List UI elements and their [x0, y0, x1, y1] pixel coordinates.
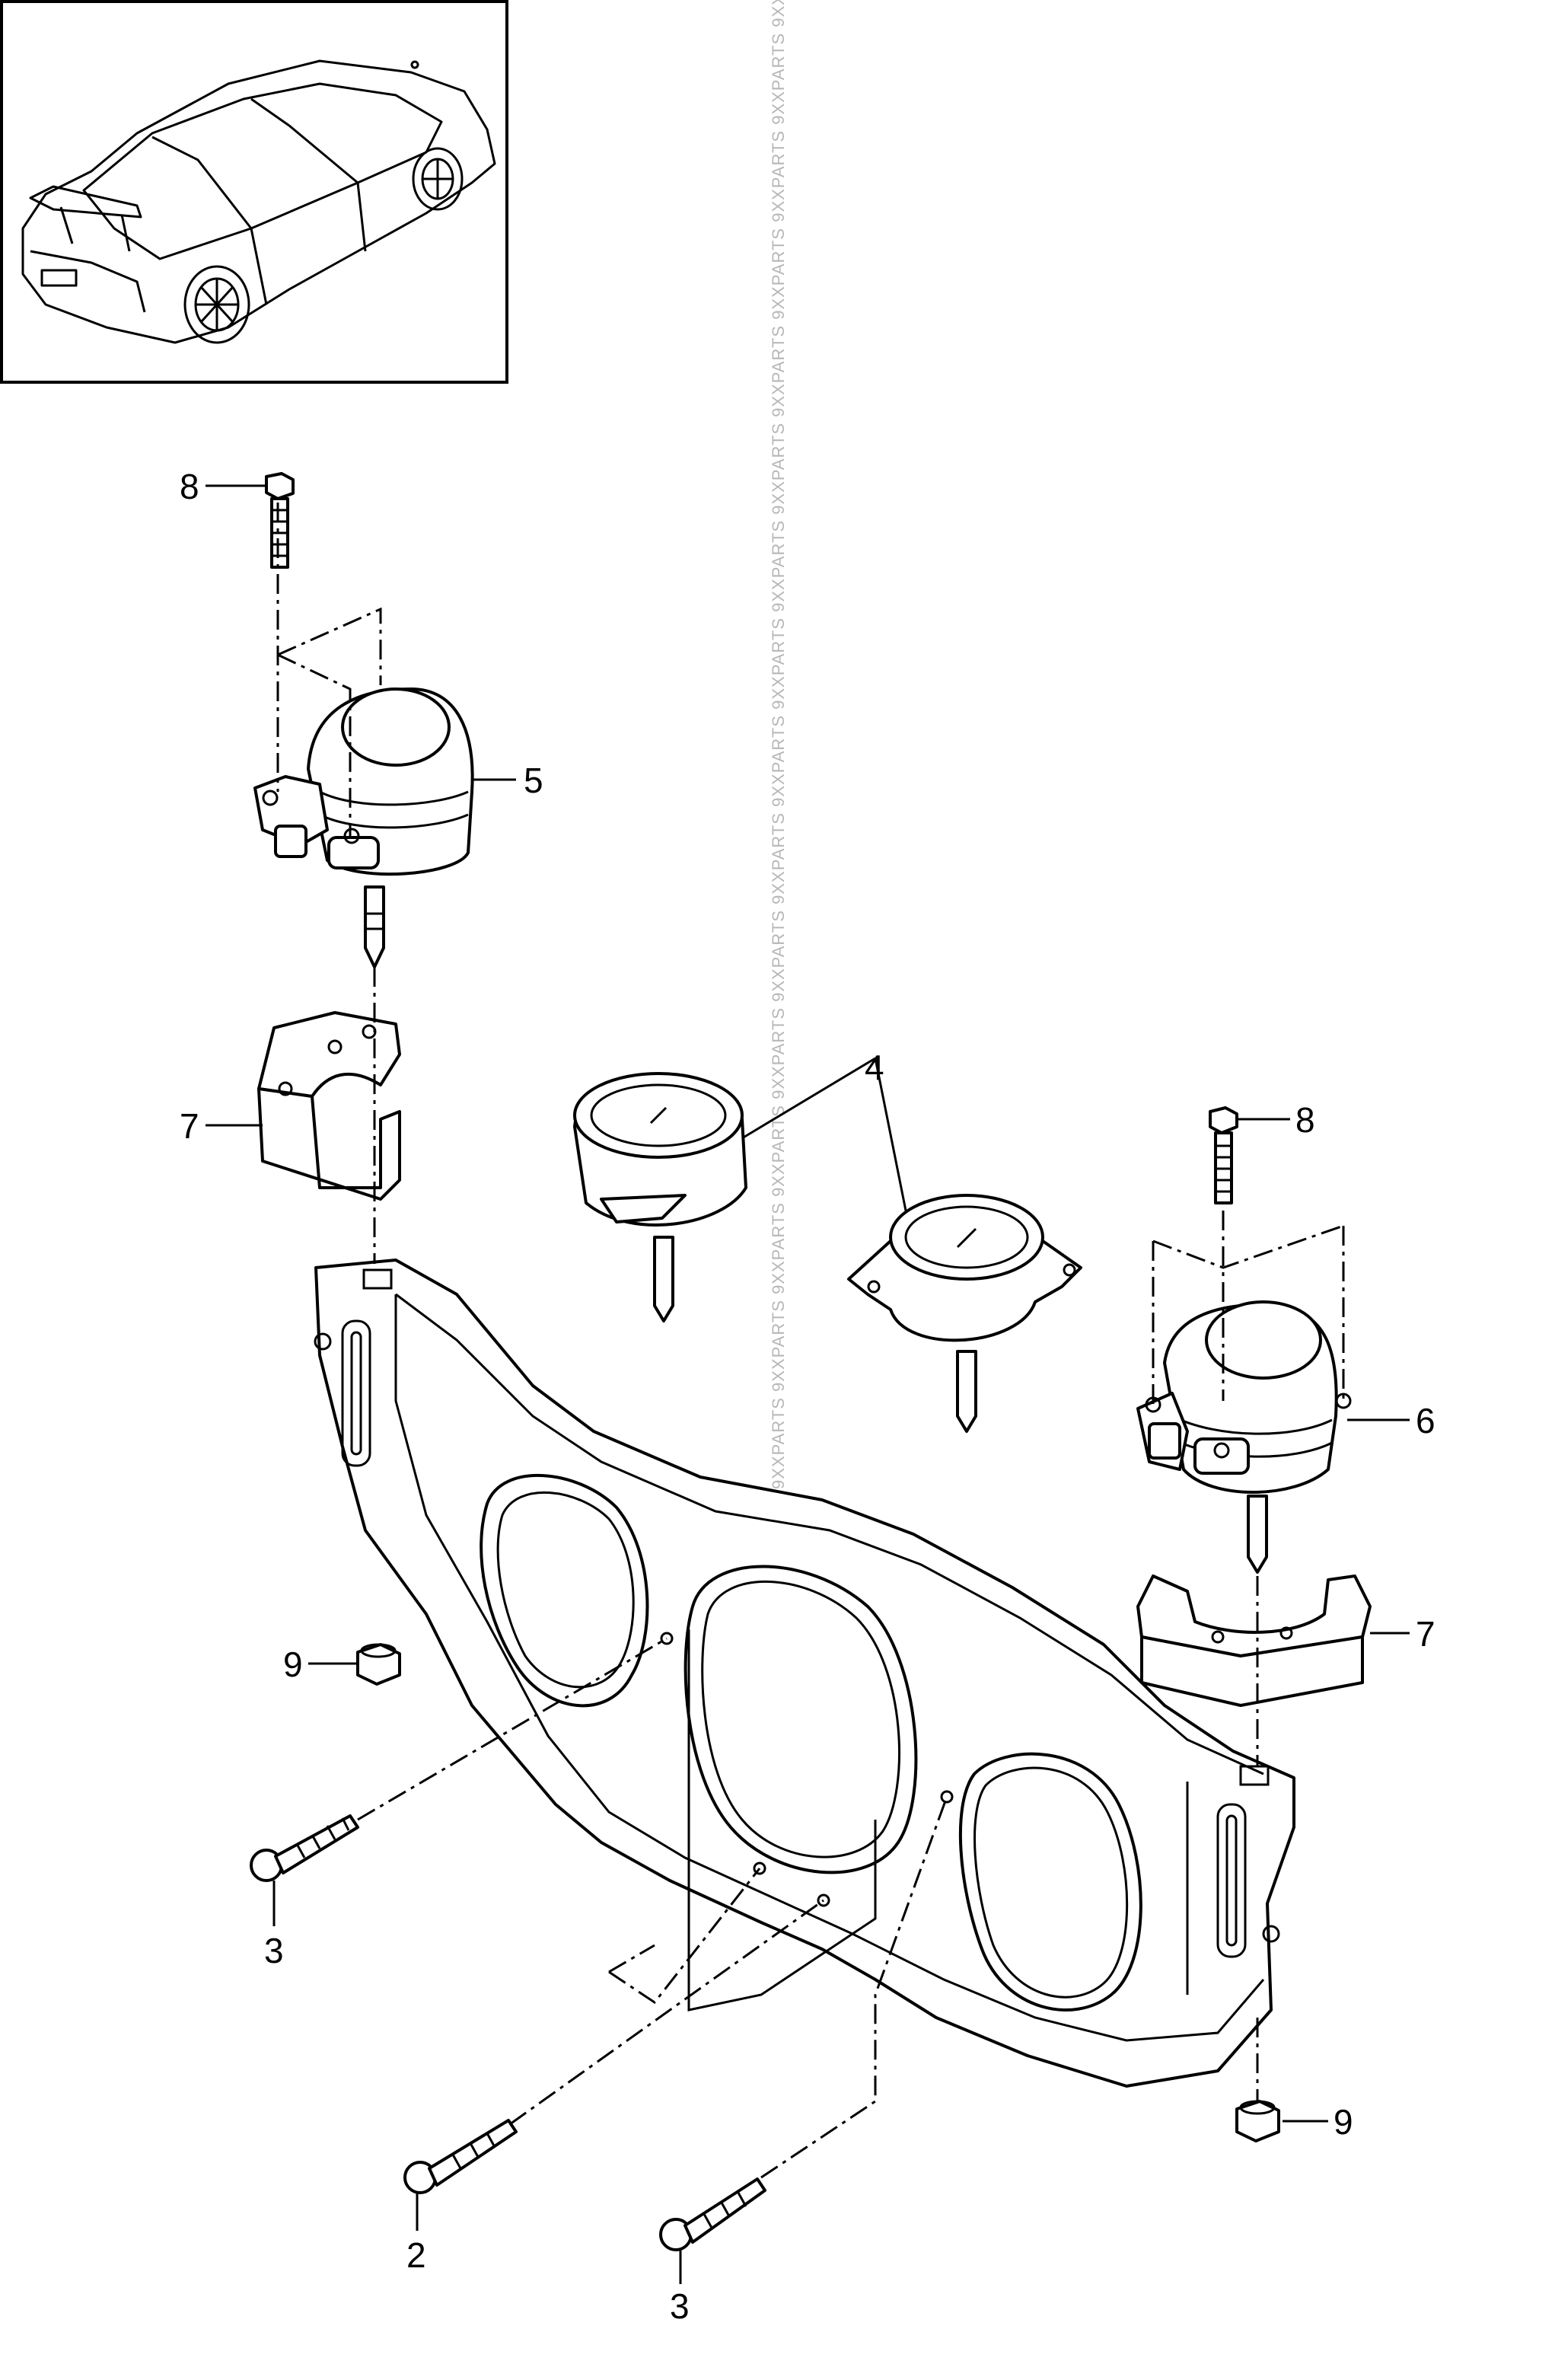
engine-mount-center-1	[573, 1072, 747, 1322]
nut-9-left	[356, 1643, 401, 1686]
nut-9-right	[1235, 2100, 1280, 2142]
callout-6: 6	[1416, 1401, 1436, 1440]
assembly-lines	[276, 502, 1345, 2179]
callout-9-right: 9	[1334, 2102, 1353, 2142]
bolt-3-bottom	[659, 2177, 766, 2251]
vehicle-inset	[0, 0, 508, 384]
bolt-8-right	[1209, 1106, 1238, 1204]
callout-3-bottom: 3	[670, 2286, 690, 2326]
engine-mount-center-2	[847, 1194, 1082, 1433]
mount-bracket-right	[1136, 1574, 1372, 1707]
callout-7-right: 7	[1416, 1614, 1436, 1654]
bolt-2	[403, 2119, 518, 2194]
callout-3-left: 3	[264, 1931, 284, 1970]
callout-2: 2	[406, 2235, 426, 2275]
callout-8-left: 8	[180, 467, 199, 506]
callout-9-left: 9	[283, 1645, 303, 1684]
car-illustration	[21, 59, 496, 344]
engine-mount-left	[253, 688, 474, 968]
mount-bracket-left	[257, 1011, 401, 1201]
callout-7-left: 7	[180, 1106, 199, 1146]
watermark-text: 9XXPARTS 9XXPARTS 9XXPARTS 9XXPARTS 9XXP…	[769, 0, 788, 1782]
engine-carrier-frame	[314, 1259, 1295, 2088]
callout-4: 4	[865, 1048, 884, 1087]
callout-8-right: 8	[1295, 1100, 1315, 1140]
engine-mount-right	[1136, 1300, 1352, 1574]
callout-5: 5	[524, 761, 543, 800]
bolt-3-left	[250, 1814, 359, 1882]
callouts: 8 5 7 4 8 6 7 9 3 2 3 9	[180, 467, 1436, 2326]
leader-lines	[206, 484, 1410, 2284]
bolt-8-left	[265, 472, 295, 569]
